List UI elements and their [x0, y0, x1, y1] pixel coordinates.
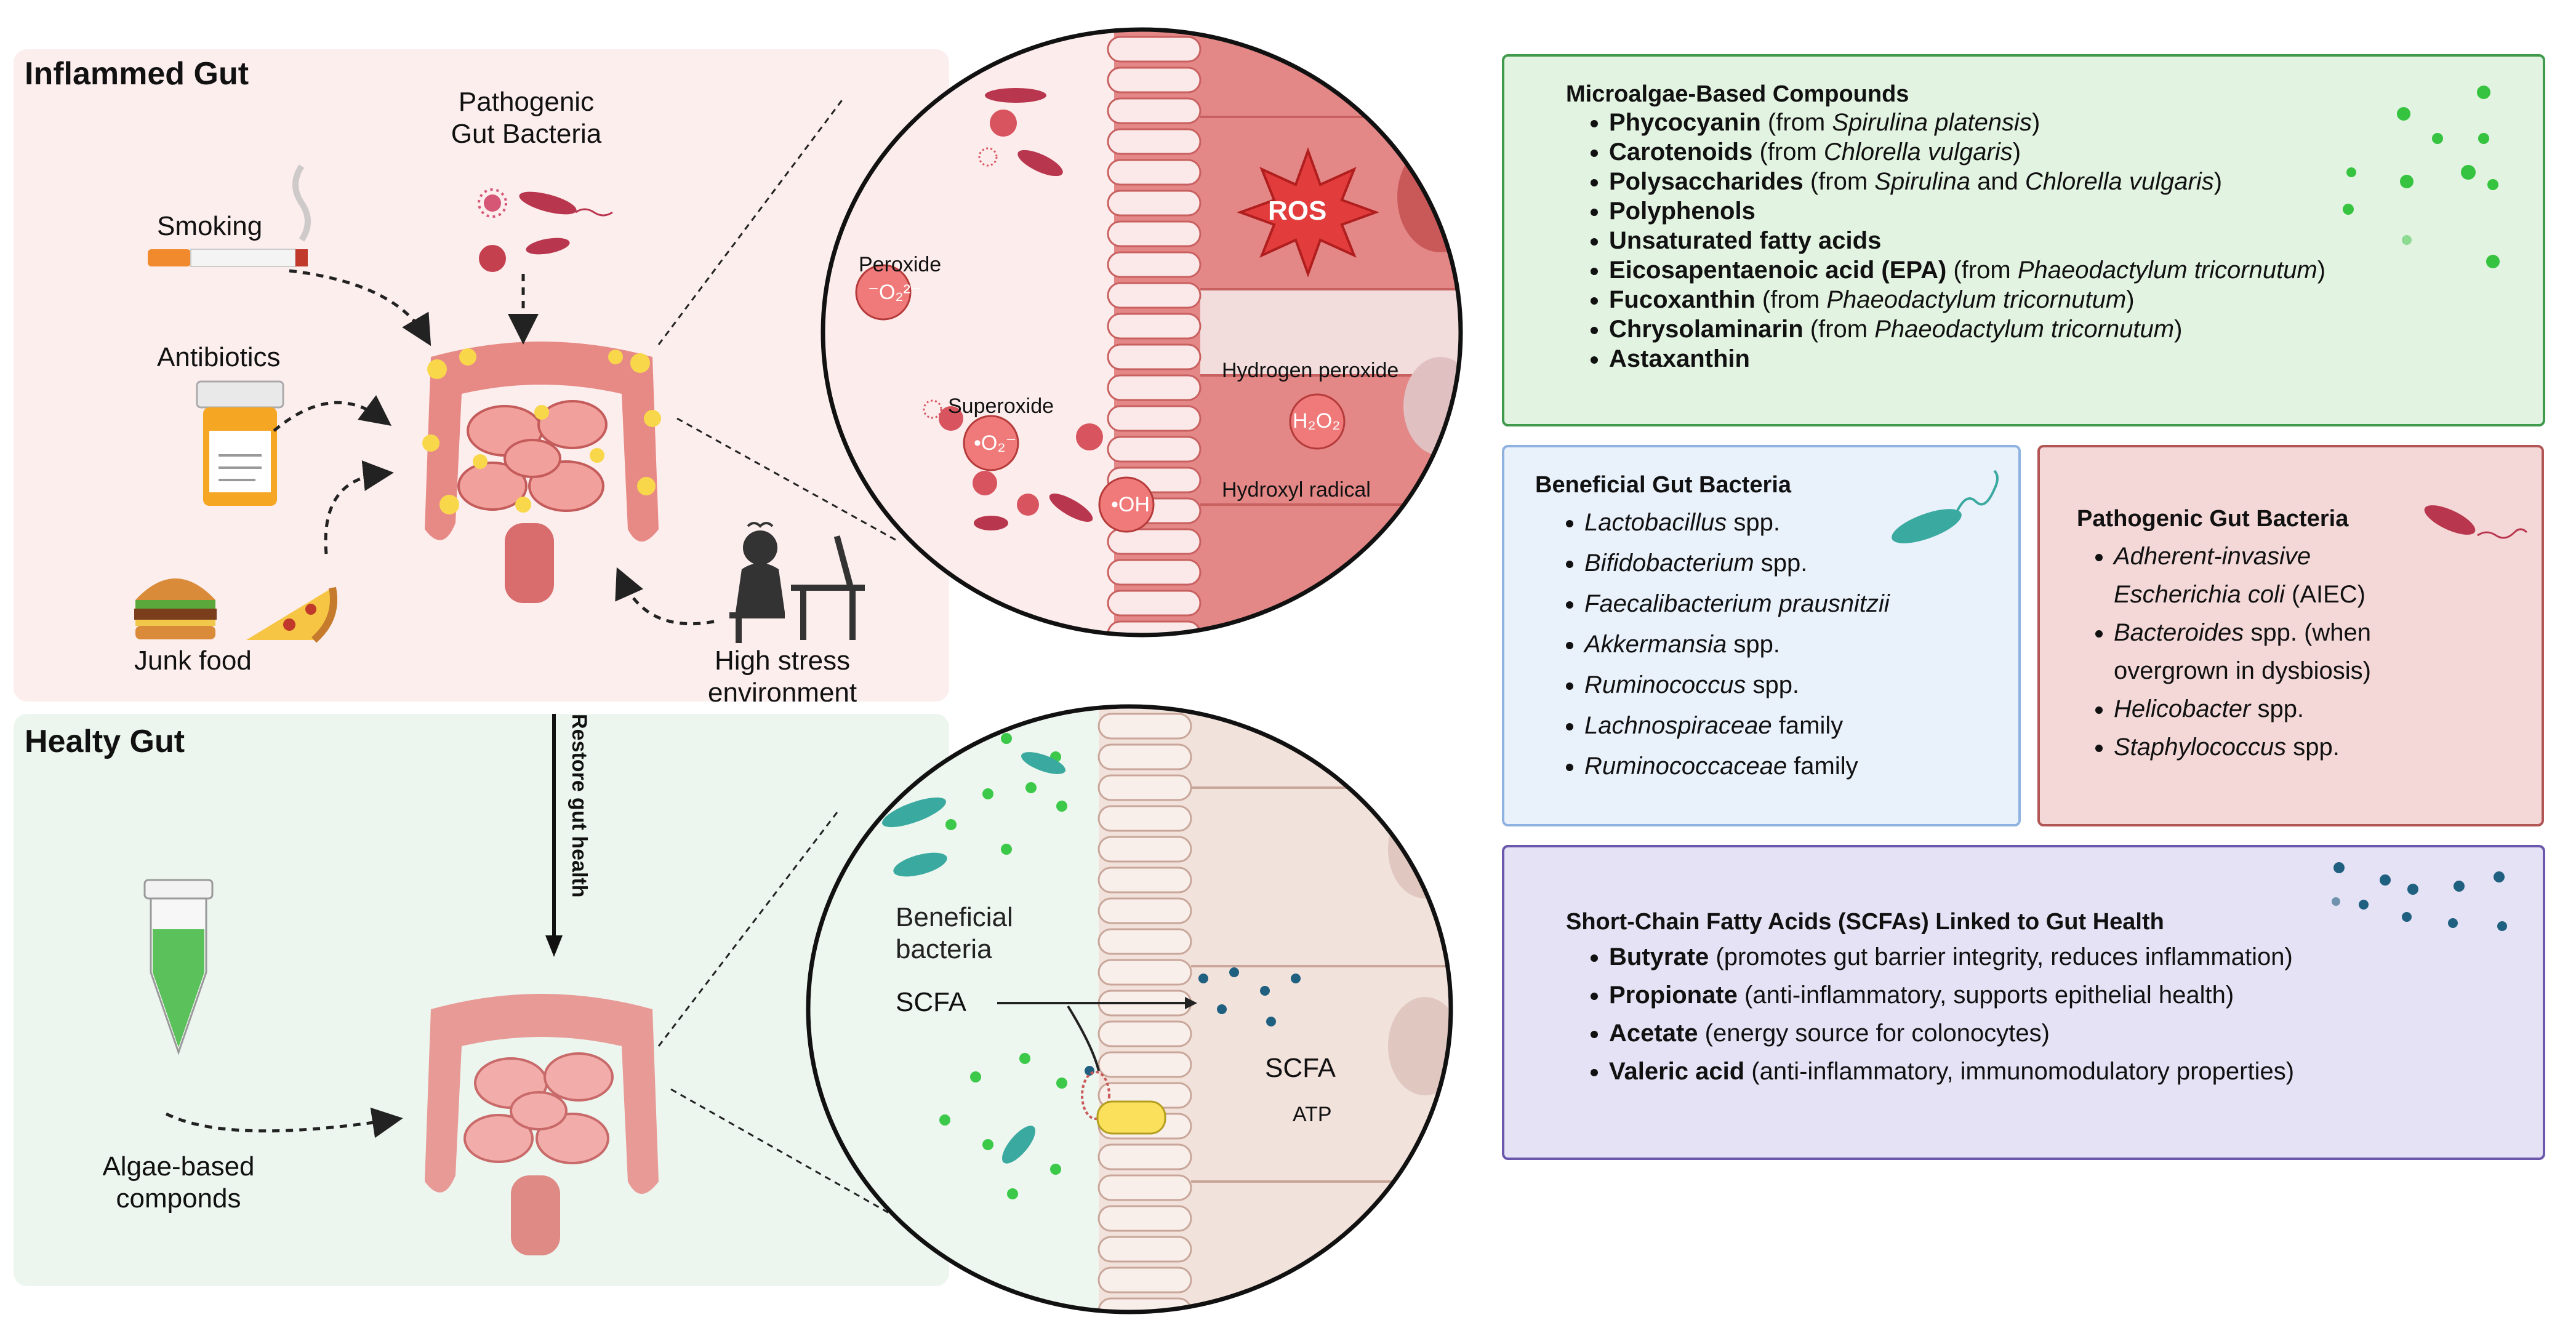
pathogenic-title: Pathogenic Gut Bacteria — [2077, 506, 2349, 532]
list-item: Chrysolaminarin (from Phaeodactylum tric… — [1609, 314, 2543, 344]
list-item: Polyphenols — [1609, 196, 2543, 226]
list-item: Polysaccharides (from Spirulina and Chlo… — [1609, 167, 2543, 196]
beneficial-bacterium-icon — [1892, 470, 1999, 543]
list-item: Faecalibacterium prausnitzii — [1584, 583, 2018, 624]
smoking-label: Smoking — [157, 211, 263, 241]
scfa-label-2: SCFA — [1265, 1053, 1336, 1083]
list-item: Lachnospiraceae family — [1584, 705, 2018, 746]
scfa-label-1: SCFA — [896, 987, 966, 1017]
list-item: Carotenoids (from Chlorella vulgaris) — [1609, 137, 2543, 167]
list-item: Helicobacter spp. — [2114, 690, 2434, 728]
restore-arrow — [545, 714, 563, 957]
junk-food-label: Junk food — [134, 646, 252, 676]
list-item: Bifidobacterium spp. — [1584, 543, 2018, 583]
list-item: Staphylococcus spp. — [2114, 728, 2434, 766]
inflamed-gut-title: Inflammed Gut — [25, 56, 249, 92]
algae-compounds-label: Algae-based componds — [102, 1151, 255, 1214]
pathogenic-bacteria-box: Pathogenic Gut Bacteria Adherent-invasiv… — [2037, 445, 2544, 826]
healthy-zoom-circle — [806, 704, 1453, 1314]
list-item: Eicosapentaenoic acid (EPA) (from Phaeod… — [1609, 255, 2372, 285]
peroxide-symbol: ⁻O₂²⁻ — [868, 281, 921, 304]
inflamed-arrows — [273, 98, 899, 626]
list-item: Lactobacillus spp. — [1584, 502, 2018, 543]
ros-label: ROS — [1268, 196, 1327, 226]
algae-tube-icon — [143, 879, 214, 1055]
microalgae-compounds-box: Microalgae-Based Compounds Phycocyanin (… — [1502, 54, 2545, 426]
beneficial-title: Beneficial Gut Bacteria — [1535, 472, 1792, 498]
pathogenic-bacteria-label: Pathogenic Gut Bacteria — [451, 87, 602, 149]
scfa-dots-icon — [2332, 862, 2507, 931]
h2o2-label: Hydrogen peroxide — [1222, 359, 1399, 382]
list-item: Butyrate (promotes gut barrier integrity… — [1609, 938, 2543, 976]
hydroxyl-symbol: •OH — [1111, 493, 1150, 516]
inflamed-intestine-icon — [422, 342, 661, 603]
list-item: Valeric acid (anti-inflammatory, immunom… — [1609, 1052, 2543, 1090]
list-item: Akkermansia spp. — [1584, 624, 2018, 665]
list-item: Ruminococcaceae family — [1584, 746, 2018, 786]
pathogenic-bacteria-icon — [478, 188, 613, 272]
beneficial-bacteria-box: Beneficial Gut Bacteria Lactobacillus sp… — [1502, 445, 2021, 826]
list-item: Adherent-invasive Escherichia coli (AIEC… — [2114, 537, 2434, 614]
superoxide-label: Superoxide — [948, 394, 1054, 418]
junk-food-icon — [134, 578, 337, 643]
healthy-arrows — [165, 812, 899, 1220]
list-item: Phycocyanin (from Spirulina platensis) — [1609, 108, 2543, 137]
pathogenic-bacterium-icon — [2424, 505, 2528, 539]
healthy-intestine-icon — [425, 994, 659, 1255]
hydroxyl-label: Hydroxyl radical — [1222, 478, 1371, 502]
inflamed-zoom-circle — [821, 27, 1463, 638]
list-item: Astaxanthin — [1609, 344, 2543, 374]
cigarette-icon — [148, 164, 311, 267]
antibiotics-label: Antibiotics — [157, 342, 281, 372]
stress-person-icon — [729, 522, 865, 643]
list-item: Unsaturated fatty acids — [1609, 226, 2543, 255]
list-item: Propionate (anti-inflammatory, supports … — [1609, 976, 2543, 1014]
algae-dots-icon — [2343, 86, 2500, 268]
ros-star — [1237, 147, 1379, 278]
scfa-box: Short-Chain Fatty Acids (SCFAs) Linked t… — [1502, 845, 2545, 1160]
beneficial-bacteria-label: Beneficial bacteria — [896, 902, 1013, 964]
stress-label: High stress environment — [708, 646, 857, 708]
scfa-title: Short-Chain Fatty Acids (SCFAs) Linked t… — [1566, 909, 2164, 935]
list-item: Acetate (energy source for colonocytes) — [1609, 1014, 2543, 1052]
peroxide-label: Peroxide — [859, 253, 942, 276]
pill-bottle-icon — [196, 380, 284, 506]
atp-label: ATP — [1293, 1103, 1332, 1126]
microalgae-title: Microalgae-Based Compounds — [1566, 81, 1909, 107]
healthy-gut-title: Healty Gut — [25, 724, 185, 759]
h2o2-symbol: H₂O₂ — [1293, 409, 1341, 433]
superoxide-symbol: •O₂⁻ — [974, 431, 1017, 455]
list-item: Bacteroides spp. (when overgrown in dysb… — [2114, 614, 2434, 690]
list-item: Ruminococcus spp. — [1584, 665, 2018, 705]
list-item: Fucoxanthin (from Phaeodactylum tricornu… — [1609, 285, 2543, 314]
